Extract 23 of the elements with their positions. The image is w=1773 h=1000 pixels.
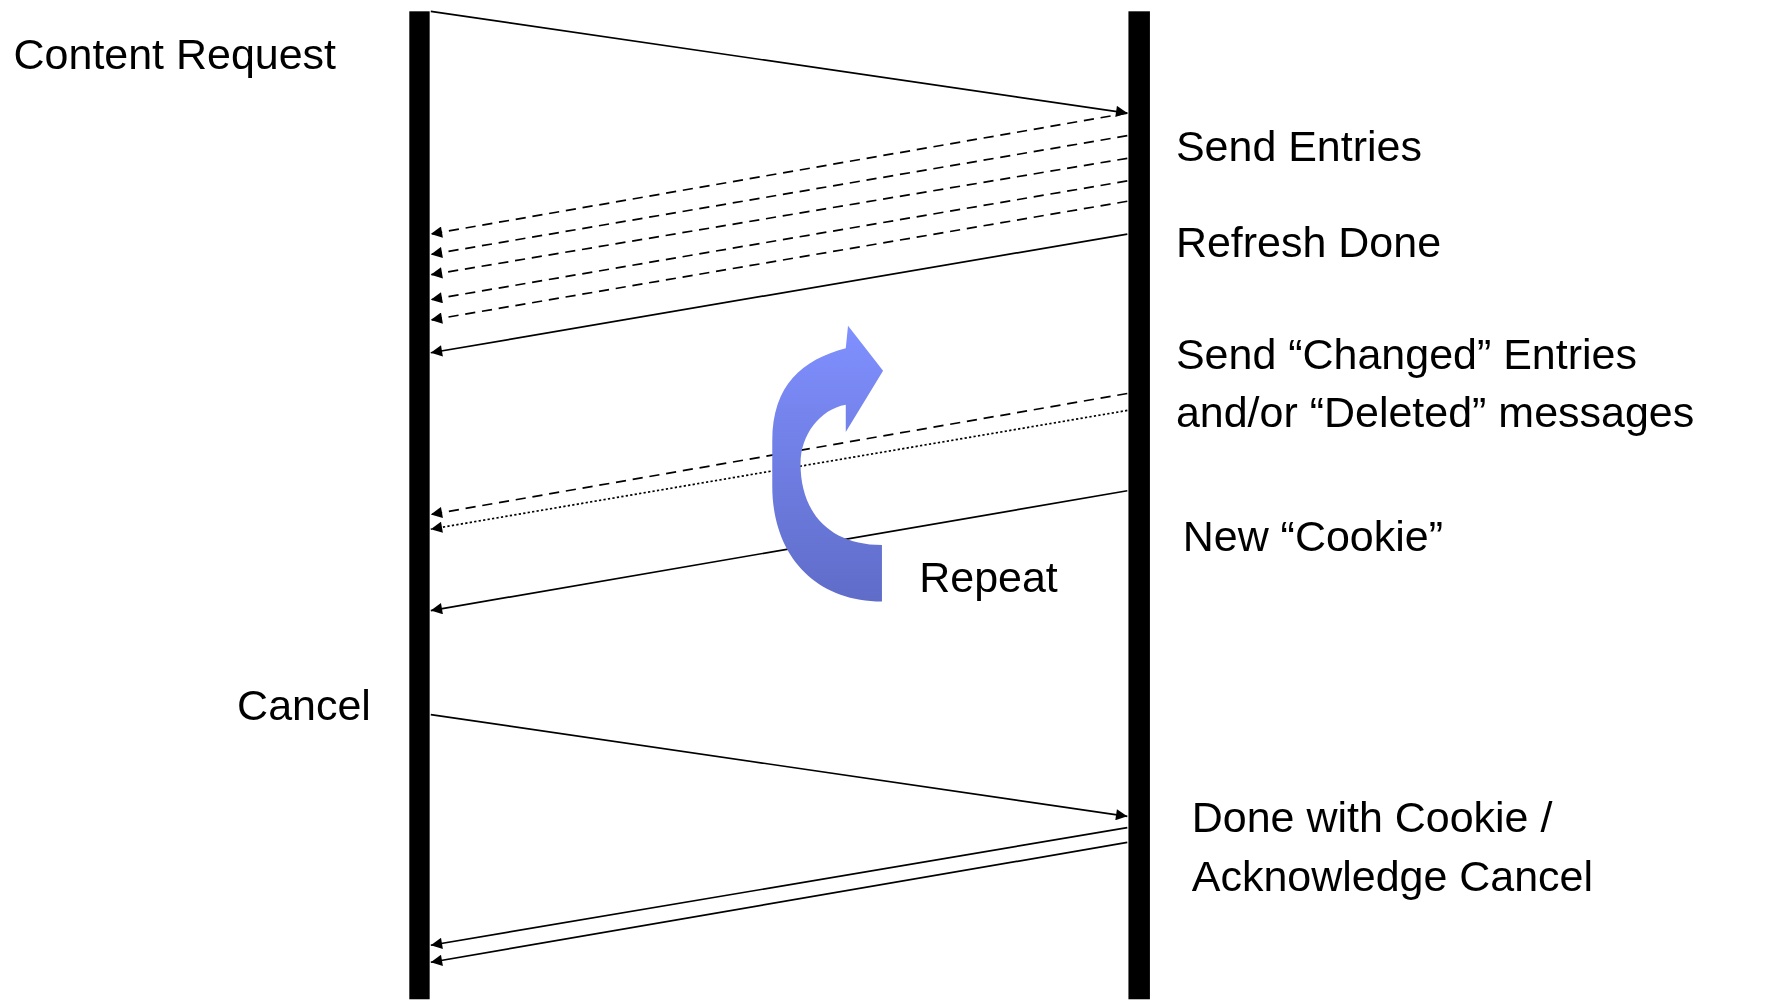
message-label: Done with Cookie / Acknowledge Cancel — [1191, 792, 1595, 903]
message-label: Content Request — [13, 29, 337, 80]
message-label: Send “Changed” Entries and/or “Deleted” messages — [1175, 329, 1696, 439]
message-arrow — [429, 134, 1129, 259]
message-label: Send Entries — [1175, 121, 1422, 172]
message-label: Cancel — [237, 680, 371, 732]
message-arrow — [429, 10, 1129, 118]
lifeline-bar — [1128, 11, 1150, 1000]
message-arrow — [429, 392, 1129, 519]
lifeline-bar — [409, 11, 430, 1000]
message-label: Refresh Done — [1175, 217, 1442, 268]
message-arrow — [429, 826, 1129, 949]
message-label: Repeat — [919, 553, 1058, 604]
message-arrow — [429, 233, 1129, 357]
message-arrow — [429, 409, 1129, 533]
message-arrow — [429, 713, 1129, 821]
message-arrow — [429, 157, 1129, 279]
message-label: New “Cookie” — [1182, 511, 1443, 562]
message-arrow — [429, 489, 1129, 615]
message-arrow — [429, 112, 1129, 238]
message-arrow — [429, 200, 1129, 324]
message-arrow — [429, 180, 1129, 304]
message-arrow — [429, 841, 1129, 966]
